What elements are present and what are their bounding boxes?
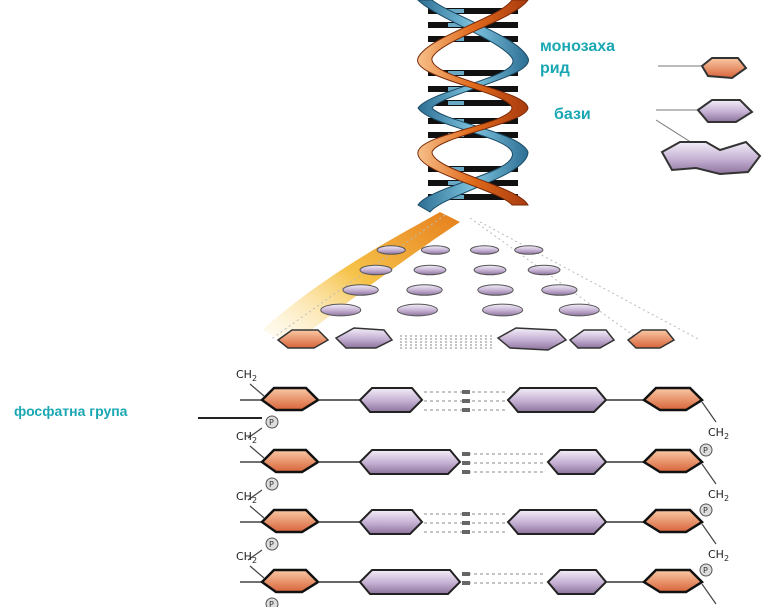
fan-base bbox=[470, 246, 498, 255]
sugar-right bbox=[644, 570, 702, 592]
ch2-bond bbox=[250, 384, 264, 396]
ch2-subscript: 2 bbox=[252, 496, 257, 505]
ch2-label: CH2 bbox=[236, 368, 257, 383]
phosphate-symbol: P bbox=[703, 566, 708, 575]
base-left bbox=[360, 510, 422, 534]
ch2-bond bbox=[702, 464, 716, 484]
fan-base bbox=[397, 304, 437, 316]
legend-base-small bbox=[698, 100, 752, 122]
base-right bbox=[508, 388, 606, 412]
fan-base bbox=[414, 265, 446, 275]
ch2-bond bbox=[702, 402, 716, 422]
fan-base bbox=[377, 246, 405, 255]
fan-base bbox=[528, 265, 560, 275]
ch2-bond bbox=[702, 524, 716, 544]
hydrogen-bond-mark bbox=[462, 461, 470, 465]
hydrogen-bond-mark bbox=[462, 408, 470, 412]
sugar-left bbox=[262, 570, 318, 592]
phosphate-symbol: P bbox=[703, 446, 708, 455]
sugar-left bbox=[262, 450, 318, 472]
base-left bbox=[360, 570, 460, 594]
sugar-left bbox=[262, 510, 318, 532]
fan-base bbox=[515, 246, 543, 255]
ch2-bond bbox=[250, 506, 264, 518]
hydrogen-bond-mark bbox=[462, 390, 470, 394]
base-right bbox=[508, 510, 606, 534]
ch2-bond bbox=[250, 446, 264, 458]
sugar-left bbox=[262, 388, 318, 410]
ch2-label: CH2 bbox=[236, 430, 257, 445]
hydrogen-bond-mark bbox=[462, 452, 470, 456]
ch2-bond bbox=[702, 584, 716, 604]
ch2-label: CH2 bbox=[708, 488, 729, 503]
hydrogen-bond-mark bbox=[462, 521, 470, 525]
dna-ladder: CH2PCH2CH2PCH2PCH2PCH2PCH2PCH2P bbox=[236, 368, 729, 607]
double-helix bbox=[418, 0, 529, 212]
ch2-subscript: 2 bbox=[724, 554, 729, 563]
ch2-subscript: 2 bbox=[252, 374, 257, 383]
ch2-subscript: 2 bbox=[724, 494, 729, 503]
fan-base bbox=[321, 304, 361, 316]
hydrogen-bond-mark bbox=[462, 399, 470, 403]
hydrogen-bond-mark bbox=[462, 581, 470, 585]
fan-base bbox=[498, 328, 566, 350]
sugar-right bbox=[644, 388, 702, 410]
legend-shapes bbox=[656, 58, 760, 174]
hydrogen-bond-mark bbox=[462, 470, 470, 474]
bases-label: бази bbox=[554, 106, 591, 124]
phosphate-symbol: P bbox=[269, 540, 274, 549]
fan-base bbox=[421, 246, 449, 255]
ch2-label: CH2 bbox=[708, 548, 729, 563]
fan-base bbox=[570, 330, 614, 348]
fan-base bbox=[474, 265, 506, 275]
hydrogen-bond-mark bbox=[462, 512, 470, 516]
phosphate-symbol: P bbox=[269, 600, 274, 607]
fan-base bbox=[483, 304, 523, 316]
fan-base bbox=[360, 265, 392, 275]
fan-base bbox=[343, 285, 378, 296]
ch2-subscript: 2 bbox=[724, 432, 729, 441]
fan-strand bbox=[262, 212, 460, 345]
ch2-label: CH2 bbox=[236, 550, 257, 565]
legend-base-large bbox=[662, 142, 760, 174]
sugar-right bbox=[644, 450, 702, 472]
unwinding-fan bbox=[262, 212, 700, 350]
fan-sugar bbox=[628, 330, 674, 348]
hydrogen-bond-mark bbox=[462, 530, 470, 534]
phosphate-label: фосфатна група bbox=[14, 403, 127, 419]
ch2-subscript: 2 bbox=[252, 436, 257, 445]
base-right bbox=[548, 450, 606, 474]
ch2-bond bbox=[250, 566, 264, 578]
fan-base bbox=[336, 328, 392, 348]
fan-base bbox=[559, 304, 599, 316]
sugar-label-line1: монозаха bbox=[540, 36, 615, 58]
base-right bbox=[548, 570, 606, 594]
fan-base bbox=[542, 285, 577, 296]
sugar-label: монозаха рид bbox=[540, 36, 615, 80]
sugar-right bbox=[644, 510, 702, 532]
phosphate-symbol: P bbox=[703, 506, 708, 515]
base-left bbox=[360, 388, 422, 412]
fan-base bbox=[478, 285, 513, 296]
helix-rung-highlight bbox=[448, 101, 464, 105]
phosphate-symbol: P bbox=[269, 480, 274, 489]
ch2-label: CH2 bbox=[236, 490, 257, 505]
fan-base bbox=[407, 285, 442, 296]
ch2-label: CH2 bbox=[708, 426, 729, 441]
base-left bbox=[360, 450, 460, 474]
ch2-subscript: 2 bbox=[252, 556, 257, 565]
phosphate-symbol: P bbox=[269, 418, 274, 427]
hydrogen-bond-mark bbox=[462, 572, 470, 576]
legend-sugar bbox=[702, 58, 746, 78]
sugar-label-line2: рид bbox=[540, 58, 615, 80]
